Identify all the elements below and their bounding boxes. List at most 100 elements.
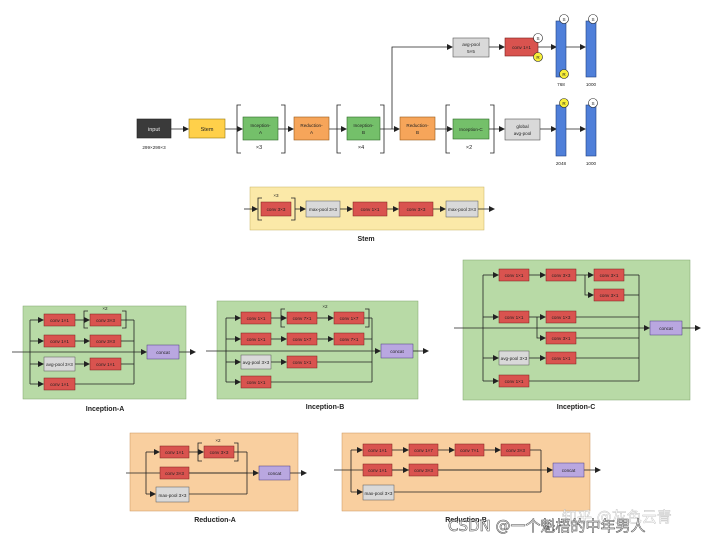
inception-c-label: Inception-C <box>459 127 483 132</box>
svg-text:conv 3×1: conv 3×1 <box>552 336 571 341</box>
reduction-b-node <box>399 116 436 141</box>
reduction-a-label-2: A <box>310 130 314 135</box>
reduction-b-title: Reduction-B <box>445 517 487 524</box>
input-label: input <box>148 127 160 133</box>
ia-conv1x1-3 <box>89 357 122 371</box>
ia-conv3x3-1 <box>89 313 122 327</box>
ia-conv3x3-2 <box>89 334 122 348</box>
badge-r-conv: R <box>533 52 543 62</box>
svg-text:conv 7×1: conv 7×1 <box>340 337 359 342</box>
reduction-b-label-1: Reduction- <box>406 123 429 128</box>
svg-text:conv 3×1: conv 3×1 <box>600 273 619 278</box>
svg-text:avg-pool 3×3: avg-pool 3×3 <box>243 360 270 365</box>
stem-conv3x3-b <box>398 201 434 217</box>
inception-b-node <box>346 116 381 141</box>
svg-text:conv 1×1: conv 1×1 <box>505 379 524 384</box>
svg-text:conv 3×3: conv 3×3 <box>407 207 426 212</box>
aux-fc-768 <box>555 20 567 78</box>
input-node <box>136 118 172 139</box>
stem-node <box>188 118 226 139</box>
main-1000-label: 1000 <box>586 161 597 166</box>
inception-a-title: Inception-A <box>86 406 125 413</box>
ib-avgpool <box>240 354 272 370</box>
reduction-a-rep: ×2 <box>215 438 221 443</box>
main-fc-1000 <box>585 104 597 157</box>
ib-conv1x1-3 <box>286 355 318 369</box>
svg-text:conv 1×1: conv 1×1 <box>368 448 387 453</box>
ic-conv3x3-1 <box>545 268 577 282</box>
rb-conv1x7 <box>408 443 439 457</box>
inception-b-title: Inception-B <box>306 404 345 411</box>
inception-a-node <box>242 116 279 141</box>
aux-conv-node <box>504 37 539 57</box>
aux-fc-1000 <box>585 20 597 78</box>
ic-conv1x3 <box>545 310 577 324</box>
svg-text:conv 3×3: conv 3×3 <box>506 448 525 453</box>
aux-768-label: 768 <box>557 82 565 87</box>
svg-text:conv 3×1: conv 3×1 <box>600 293 619 298</box>
svg-text:conv 1×7: conv 1×7 <box>414 448 433 453</box>
input-size-label: 299×299×3 <box>142 145 166 150</box>
svg-text:conv 3×3: conv 3×3 <box>267 207 286 212</box>
reduction-b-label-2: B <box>416 130 419 135</box>
top-blocks: input 299×299×3 Stem Inception- A ×3 Red… <box>136 14 598 166</box>
global-avg-pool-label-1: global <box>516 124 528 129</box>
svg-text:max-pool 3×3: max-pool 3×3 <box>448 207 476 212</box>
svg-text:max-pool 3×3: max-pool 3×3 <box>159 493 187 498</box>
svg-text:concat: concat <box>390 349 404 354</box>
svg-text:conv 1×1: conv 1×1 <box>50 339 69 344</box>
svg-text:conv 3×3: conv 3×3 <box>96 318 115 323</box>
ic-concat <box>649 320 683 336</box>
svg-text:conv 1×1: conv 1×1 <box>247 337 266 342</box>
inception-b-label-2: B <box>362 130 365 135</box>
svg-text:conv 1×1: conv 1×1 <box>50 382 69 387</box>
ic-conv1x1-3 <box>545 351 577 365</box>
svg-text:conv 1×1: conv 1×1 <box>361 207 380 212</box>
reduction-a-node <box>293 116 330 141</box>
rb-conv1x1-2 <box>362 463 393 477</box>
rb-conv3x3-2 <box>408 463 439 477</box>
svg-text:conv 3×3: conv 3×3 <box>165 471 184 476</box>
svg-text:S: S <box>591 101 594 106</box>
stem-title: Stem <box>357 236 374 243</box>
zhihu-watermark: 知乎 @灰色云青 <box>562 508 672 526</box>
stem-conv1x1 <box>352 201 388 217</box>
svg-text:conv 1×1: conv 1×1 <box>247 380 266 385</box>
badge-r-main-2048: R <box>559 98 569 108</box>
aux-avg-pool-node <box>452 37 490 58</box>
ra-maxpool <box>155 486 190 503</box>
ra-conv3x3-1 <box>203 445 235 459</box>
svg-text:avg-pool 3×3: avg-pool 3×3 <box>46 362 73 367</box>
ib-conv1x7-2 <box>286 332 318 346</box>
aux-1000-label: 1000 <box>586 82 597 87</box>
svg-text:conv 3×3: conv 3×3 <box>96 339 115 344</box>
svg-text:conv 3×3: conv 3×3 <box>414 468 433 473</box>
svg-text:conv 1×1: conv 1×1 <box>96 362 115 367</box>
ic-conv1x1-4 <box>498 374 530 388</box>
stem-conv3x3-a <box>260 201 292 217</box>
inception-b-rep: ×2 <box>322 304 328 309</box>
ra-conv3x3-2 <box>159 466 190 480</box>
svg-text:conv 1×7: conv 1×7 <box>293 337 312 342</box>
svg-text:S: S <box>591 17 594 22</box>
svg-text:conv 7×1: conv 7×1 <box>293 316 312 321</box>
stem-label: Stem <box>201 127 214 133</box>
svg-text:R: R <box>562 101 566 106</box>
rb-conv1x1-1 <box>362 443 393 457</box>
svg-text:concat: concat <box>562 468 576 473</box>
badge-s-conv: S <box>533 33 543 43</box>
rb-maxpool <box>362 484 395 501</box>
ic-conv3x1-1 <box>593 268 625 282</box>
stem-maxpool-b <box>445 200 479 218</box>
svg-text:S: S <box>536 36 539 41</box>
ib-conv1x1-4 <box>240 375 272 389</box>
svg-text:conv 1×3: conv 1×3 <box>552 315 571 320</box>
inception-a-label-1: Inception- <box>250 123 271 128</box>
ib-conv7x1-2 <box>333 332 365 346</box>
rb-conv3x3-1 <box>500 443 531 457</box>
csdn-watermark: CSDN @一个魁梧的中年男人 <box>448 517 646 535</box>
badge-s-aux-768: S <box>559 14 569 24</box>
aux-avg-pool-label-2: 5×5 <box>467 49 475 54</box>
ib-conv1x1-1 <box>240 311 272 325</box>
